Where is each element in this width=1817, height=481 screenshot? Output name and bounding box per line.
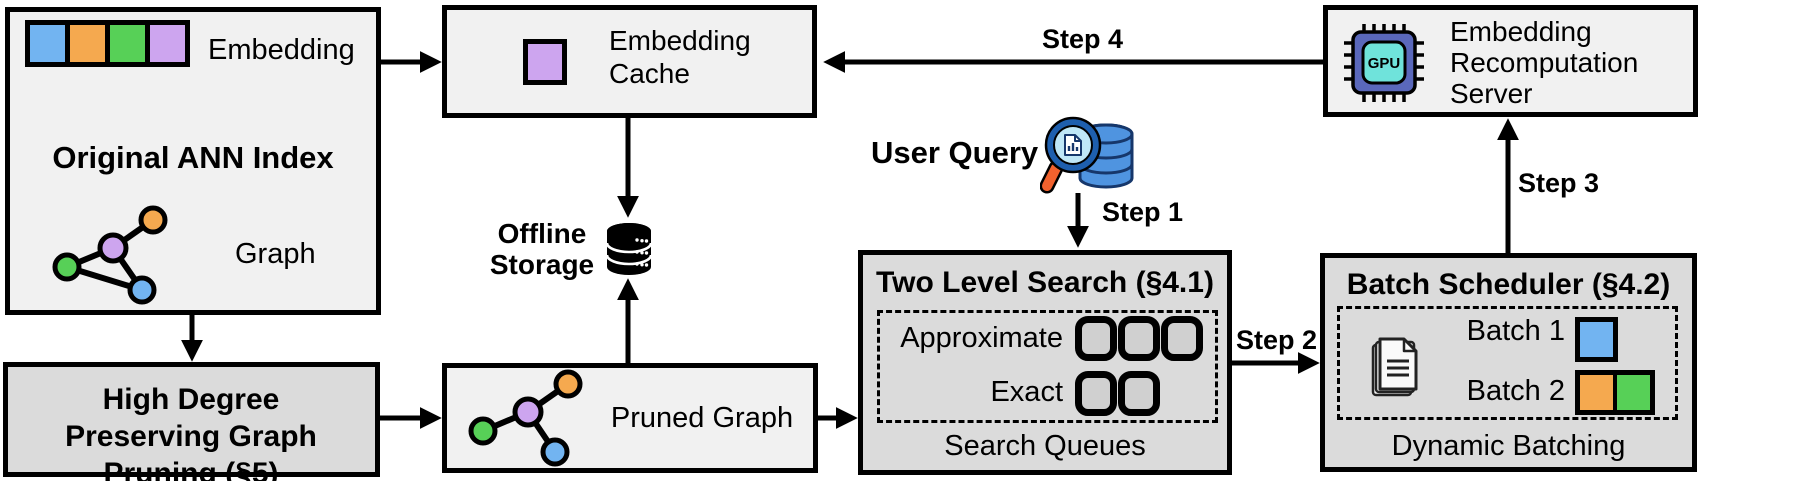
color-square bbox=[110, 25, 145, 62]
embedding-label: Embedding bbox=[208, 34, 355, 66]
pruned-graph-label: Pruned Graph bbox=[610, 402, 794, 434]
user-query-label: User Query bbox=[871, 135, 1039, 170]
documents-icon bbox=[1371, 337, 1418, 397]
exact-queue-slots bbox=[1075, 371, 1161, 416]
graph-pruning-title: High Degree Preserving Graph Pruning (§5… bbox=[65, 383, 317, 481]
gpu-text: GPU bbox=[1368, 55, 1401, 72]
embedding-vector-icon bbox=[25, 20, 190, 67]
embedding-cache-box: Embedding Cache bbox=[442, 5, 817, 118]
queue-slot bbox=[1118, 316, 1160, 361]
step3-label: Step 3 bbox=[1518, 168, 1600, 198]
batch2-label: Batch 2 bbox=[1466, 375, 1565, 407]
batch1-squares-icon bbox=[1575, 317, 1618, 362]
dynamic-batching-caption: Dynamic Batching bbox=[1391, 430, 1626, 462]
queue-slot bbox=[1161, 316, 1203, 361]
color-square bbox=[1580, 375, 1613, 410]
pruned-node-purple bbox=[512, 396, 544, 428]
pruned-graph-box: Pruned Graph bbox=[442, 363, 818, 473]
query-magnifier-database-icon bbox=[1040, 116, 1134, 194]
batch-scheduler-box: Batch Scheduler (§4.2) Batch 1 Batch 2 D… bbox=[1320, 253, 1697, 472]
queue-slot bbox=[1075, 371, 1117, 416]
approximate-queue-slots bbox=[1075, 316, 1204, 361]
exact-label: Exact bbox=[990, 376, 1063, 408]
recomputation-server-box: GPU Embedding Recomputation Server bbox=[1323, 5, 1698, 117]
two-level-search-box: Two Level Search (§4.1) Approximate Exac… bbox=[858, 250, 1232, 475]
graph-node-orange bbox=[138, 205, 168, 235]
pruned-node-blue bbox=[540, 437, 570, 467]
batch-scheduler-title: Batch Scheduler (§4.2) bbox=[1346, 268, 1671, 301]
color-square bbox=[150, 25, 185, 62]
batch2-squares-icon bbox=[1575, 370, 1655, 415]
pruned-graph-icon bbox=[468, 369, 583, 467]
dynamic-batching-dashed-region bbox=[1337, 306, 1678, 420]
graph-node-purple bbox=[97, 232, 129, 264]
embedding-cache-label: Embedding Cache bbox=[609, 25, 751, 89]
color-square bbox=[70, 25, 105, 62]
magnifier-handle bbox=[1042, 163, 1061, 191]
two-level-search-title: Two Level Search (§4.1) bbox=[876, 266, 1214, 299]
graph-node-blue bbox=[127, 275, 157, 305]
step2-label: Step 2 bbox=[1236, 325, 1318, 355]
search-queues-caption: Search Queues bbox=[944, 430, 1146, 462]
offline-storage-database-icon bbox=[605, 223, 653, 275]
search-queues-dashed-region bbox=[877, 310, 1218, 423]
queue-slot bbox=[1118, 371, 1160, 416]
graph-pruning-box: High Degree Preserving Graph Pruning (§5… bbox=[3, 362, 380, 481]
color-square bbox=[30, 25, 65, 62]
recomputation-server-label: Embedding Recomputation Server bbox=[1450, 16, 1639, 109]
graph-node-green bbox=[52, 252, 82, 282]
graph-label: Graph bbox=[235, 238, 316, 270]
cached-embedding-square-icon bbox=[523, 39, 567, 85]
original-ann-index-box: Embedding Original ANN Index Graph bbox=[5, 7, 381, 315]
original-ann-index-title: Original ANN Index bbox=[52, 140, 334, 175]
step4-label: Step 4 bbox=[1042, 24, 1124, 54]
document-glyph bbox=[1064, 134, 1082, 156]
approximate-label: Approximate bbox=[900, 322, 1063, 354]
queue-slot bbox=[1075, 316, 1117, 361]
pruned-node-orange bbox=[553, 369, 583, 399]
graph-icon bbox=[52, 205, 168, 305]
step1-label: Step 1 bbox=[1102, 197, 1184, 227]
pruned-node-green bbox=[468, 416, 498, 446]
gpu-icon: GPU bbox=[1344, 24, 1424, 102]
color-square bbox=[1580, 322, 1613, 357]
color-square bbox=[1617, 375, 1650, 410]
offline-storage-label: Offline Storage bbox=[489, 218, 595, 280]
batch1-label: Batch 1 bbox=[1466, 315, 1565, 347]
